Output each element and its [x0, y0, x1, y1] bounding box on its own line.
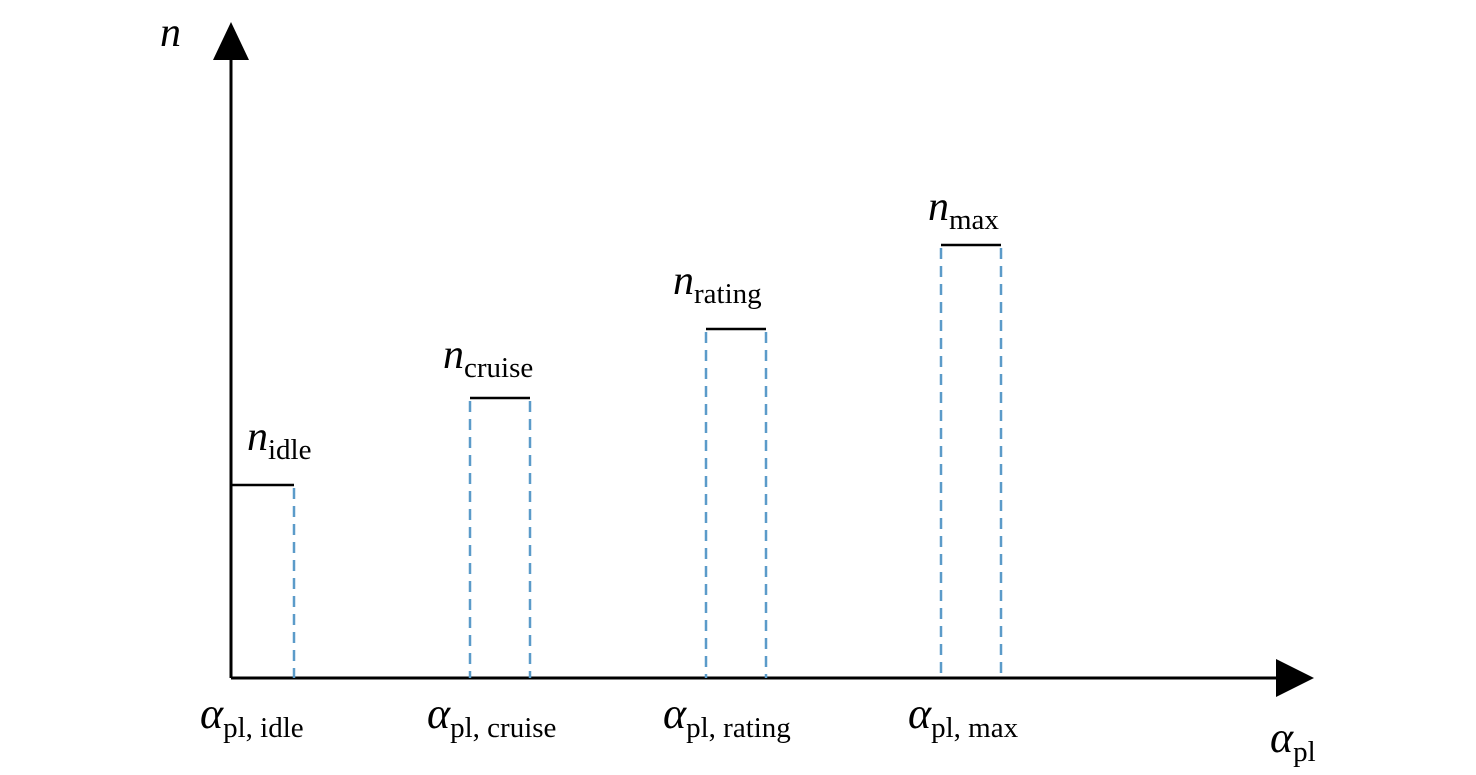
group-rating: nrating αpl, rating	[663, 258, 791, 744]
level-label-idle: nidle	[247, 414, 312, 466]
level-label-rating: nrating	[673, 258, 762, 310]
position-label-rating-symbol: α	[663, 689, 687, 738]
level-label-cruise: ncruise	[443, 332, 533, 384]
position-label-rating-subscript: pl, rating	[686, 712, 791, 744]
level-label-cruise-symbol: n	[443, 332, 464, 378]
x-axis-label-subscript: pl	[1293, 736, 1316, 768]
x-axis-label-symbol: α	[1270, 713, 1294, 762]
x-axis-label: αpl	[1270, 713, 1316, 768]
group-max: nmax αpl, max	[908, 184, 1019, 744]
y-axis-label: n	[160, 10, 181, 56]
group-idle: nidle αpl, idle	[200, 414, 312, 744]
position-label-max: αpl, max	[908, 689, 1019, 744]
level-label-idle-symbol: n	[247, 414, 268, 460]
y-axis-arrowhead	[213, 22, 249, 60]
position-label-cruise-symbol: α	[427, 689, 451, 738]
level-label-max-symbol: n	[928, 184, 949, 230]
position-label-max-symbol: α	[908, 689, 932, 738]
position-label-rating: αpl, rating	[663, 689, 791, 744]
position-label-max-subscript: pl, max	[931, 712, 1018, 744]
position-label-cruise-subscript: pl, cruise	[450, 712, 556, 744]
position-label-cruise: αpl, cruise	[427, 689, 556, 744]
level-label-cruise-subscript: cruise	[464, 352, 533, 384]
level-label-max: nmax	[928, 184, 999, 236]
position-label-idle-subscript: pl, idle	[223, 712, 304, 744]
position-label-idle: αpl, idle	[200, 689, 304, 744]
level-label-rating-subscript: rating	[694, 278, 762, 310]
position-label-idle-symbol: α	[200, 689, 224, 738]
level-label-idle-subscript: idle	[268, 434, 312, 466]
level-label-max-subscript: max	[949, 204, 999, 236]
level-label-rating-symbol: n	[673, 258, 694, 304]
group-cruise: ncruise αpl, cruise	[427, 332, 556, 744]
x-axis-arrowhead	[1276, 659, 1314, 697]
